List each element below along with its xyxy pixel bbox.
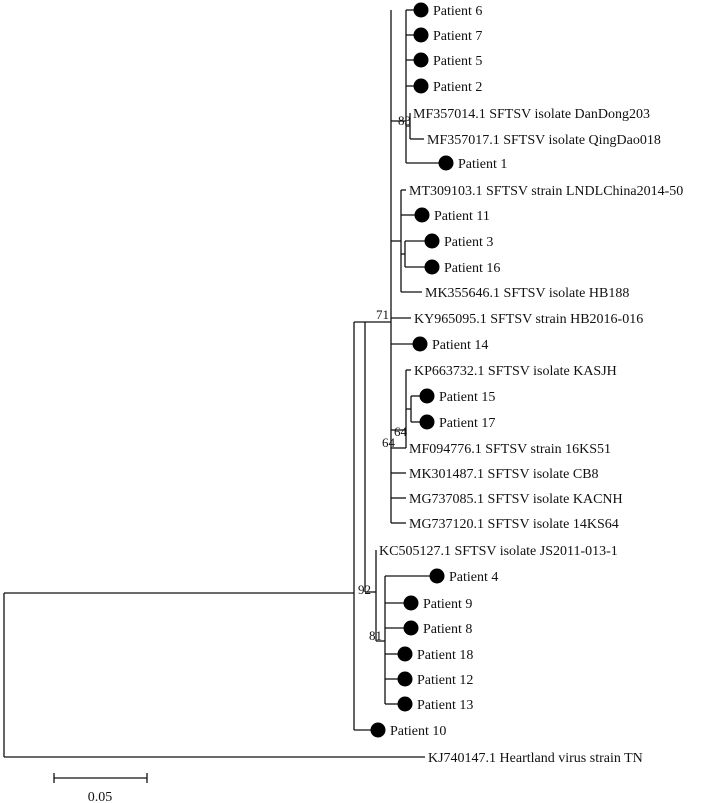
leaf-label-kj740147: KJ740147.1 Heartland virus strain TN (428, 751, 643, 766)
bootstrap-value-bs-71: 71 (376, 307, 389, 322)
scale-bar-label: 0.05 (88, 790, 113, 803)
patient-marker-icon (413, 52, 429, 68)
leaf-label-kp663732: KP663732.1 SFTSV isolate KASJH (414, 364, 617, 379)
leaf-label-mf357017: MF357017.1 SFTSV isolate QingDao018 (427, 133, 661, 148)
patient-marker-icon (397, 696, 413, 712)
patient-marker-icon (424, 259, 440, 275)
leaf-label-kc505127: KC505127.1 SFTSV isolate JS2011-013-1 (379, 544, 618, 559)
leaf-label-p8: Patient 8 (423, 622, 472, 637)
leaf-label-p2: Patient 2 (433, 80, 482, 95)
leaf-label-p13: Patient 13 (417, 698, 473, 713)
leaf-label-p3: Patient 3 (444, 235, 493, 250)
leaf-label-p10: Patient 10 (390, 724, 446, 739)
patient-marker-icon (370, 722, 386, 738)
scale-bar: 0.05 (53, 773, 148, 803)
patient-markers (370, 2, 454, 738)
leaf-label-p17: Patient 17 (439, 416, 495, 431)
leaf-label-p9: Patient 9 (423, 597, 472, 612)
bootstrap-value-bs-64b: 64 (382, 435, 396, 450)
leaf-label-ky965095: KY965095.1 SFTSV strain HB2016-016 (414, 312, 643, 327)
leaf-label-mg737120: MG737120.1 SFTSV isolate 14KS64 (409, 517, 619, 532)
leaf-label-mk355646: MK355646.1 SFTSV isolate HB188 (425, 286, 629, 301)
leaf-label-p4: Patient 4 (449, 570, 498, 585)
leaf-label-mk301487: MK301487.1 SFTSV isolate CB8 (409, 467, 599, 482)
leaf-label-p6: Patient 6 (433, 4, 482, 19)
patient-marker-icon (438, 155, 454, 171)
leaf-label-p11: Patient 11 (434, 209, 490, 224)
leaf-label-p15: Patient 15 (439, 390, 495, 405)
bootstrap-value-bs-92: 92 (358, 582, 371, 597)
patient-marker-icon (397, 646, 413, 662)
patient-marker-icon (429, 568, 445, 584)
leaf-label-p7: Patient 7 (433, 29, 482, 44)
patient-marker-icon (403, 620, 419, 636)
patient-marker-icon (413, 2, 429, 18)
bootstrap-value-bs-64a: 64 (394, 424, 408, 439)
leaf-label-mf357014: MF357014.1 SFTSV isolate DanDong203 (413, 107, 650, 122)
leaf-label-mt309103: MT309103.1 SFTSV strain LNDLChina2014-50 (409, 184, 683, 199)
patient-marker-icon (413, 27, 429, 43)
patient-marker-icon (414, 207, 430, 223)
leaf-label-p18: Patient 18 (417, 648, 473, 663)
bootstrap-value-bs-83: 83 (398, 113, 411, 128)
leaf-labels: Patient 6 Patient 7 Patient 5 Patient 2 MF35… (379, 4, 683, 766)
patient-marker-icon (403, 595, 419, 611)
patient-marker-icon (397, 671, 413, 687)
leaf-label-p12: Patient 12 (417, 673, 473, 688)
patient-marker-icon (424, 233, 440, 249)
tree-branches (3, 9, 439, 758)
bootstrap-value-bs-81: 81 (369, 628, 382, 643)
patient-marker-icon (419, 388, 435, 404)
patient-marker-icon (412, 336, 428, 352)
patient-marker-icon (413, 78, 429, 94)
leaf-label-p5: Patient 5 (433, 54, 482, 69)
leaf-label-mf094776: MF094776.1 SFTSV strain 16KS51 (409, 442, 611, 457)
leaf-label-p14: Patient 14 (432, 338, 488, 353)
leaf-label-p1: Patient 1 (458, 157, 507, 172)
patient-marker-icon (419, 414, 435, 430)
leaf-label-mg737085: MG737085.1 SFTSV isolate KACNH (409, 492, 623, 507)
leaf-label-p16: Patient 16 (444, 261, 500, 276)
